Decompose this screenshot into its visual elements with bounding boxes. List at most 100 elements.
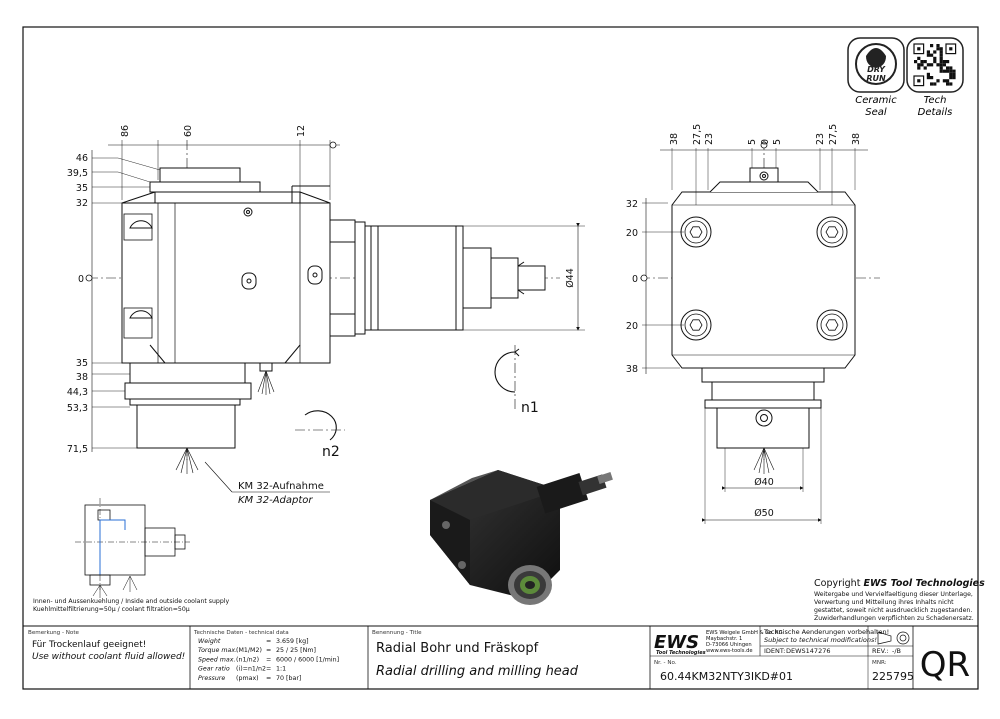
qr-code-badge[interactable] bbox=[906, 37, 964, 93]
copyright-title: Copyright EWS Tool Technologies bbox=[814, 578, 985, 589]
dim-44-3: 44,3 bbox=[67, 387, 88, 398]
change-note-de: Technische Aenderungen vorbehalten! bbox=[763, 628, 889, 636]
dim-39-5: 39,5 bbox=[67, 168, 88, 179]
rev-label: REV.: bbox=[872, 647, 889, 655]
dim-dia-50: Ø50 bbox=[754, 508, 774, 519]
ceramic-caption: Ceramic bbox=[855, 95, 897, 106]
title-de: Radial Bohr und Fräskopf bbox=[376, 641, 539, 656]
side-dim-0: 0 bbox=[760, 139, 771, 145]
side-dim-0-left: 0 bbox=[632, 274, 638, 285]
svg-text:EWS: EWS bbox=[654, 632, 699, 653]
copyright-line-4: Zuwiderhandlungen verpflichten zu Schade… bbox=[814, 615, 974, 622]
tech-row-name: Torque max. bbox=[198, 647, 237, 654]
company-line-1: EWS Weigele GmbH & Co. KG bbox=[706, 630, 783, 636]
dim-35-bottom: 35 bbox=[76, 358, 88, 369]
tech-row-name: Speed max. bbox=[198, 656, 235, 663]
dim-35-top: 35 bbox=[76, 183, 88, 194]
copyright-line-3: gestattet, soweit nicht ausdruecklich zu… bbox=[814, 607, 972, 614]
dim-12: 12 bbox=[296, 125, 307, 137]
tech-row-val: 6000 / 6000 [1/min] bbox=[276, 656, 339, 663]
tech-row-name: Pressure bbox=[198, 675, 225, 682]
mnr-value: 225795 bbox=[872, 670, 914, 683]
km-label-de: KM 32-Aufnahme bbox=[238, 481, 324, 492]
dim-46: 46 bbox=[76, 153, 88, 164]
nr-label: Nr. - No. bbox=[654, 660, 677, 666]
side-dim-32: 32 bbox=[626, 199, 638, 210]
seal-caption: Seal bbox=[865, 107, 887, 118]
tech-row-sym: (i)=n1/n2 bbox=[236, 666, 266, 673]
side-dim-38-left: 38 bbox=[669, 133, 680, 145]
side-dim-20-bottom: 20 bbox=[626, 321, 638, 332]
side-dim-27-5-right: 27,5 bbox=[828, 124, 839, 145]
dim-dia-40: Ø40 bbox=[754, 477, 774, 488]
hex-bolt-icon bbox=[816, 216, 848, 248]
note-label: Bemerkung - Note bbox=[28, 630, 80, 636]
note-de: Für Trockenlauf geeignet! bbox=[32, 640, 146, 650]
coolant-filtration-note: Kuehlmittelfiltrierung=50µ / coolant fil… bbox=[33, 606, 190, 613]
change-note-en: Subject to technical modifications! bbox=[764, 636, 877, 644]
rev-value: -/B bbox=[892, 647, 901, 655]
ews-logo: EWS Tool Technologies bbox=[654, 632, 706, 656]
dry-run-badge: DRY RUN bbox=[847, 37, 905, 93]
sheet-border bbox=[22, 26, 979, 690]
side-view bbox=[640, 140, 880, 524]
tech-row-val: 25 / 25 [Nm] bbox=[276, 647, 316, 654]
tech-data-table: Weight = 3.659 [kg] Torque max.(M1/M2) = 25 /… bbox=[198, 637, 339, 682]
tech-row-sym: (M1/M2) bbox=[236, 647, 262, 654]
mnr-label: MNR: bbox=[872, 660, 887, 666]
dim-60: 60 bbox=[183, 125, 194, 137]
part-number: 60.44KM32NTY3IKD#01 bbox=[660, 670, 793, 683]
dim-0: 0 bbox=[78, 274, 84, 285]
tech-row-val: 3.659 [kg] bbox=[276, 638, 309, 645]
tech-row-eq: = bbox=[266, 666, 271, 673]
dim-86: 86 bbox=[120, 125, 131, 137]
dim-dia-44: Ø44 bbox=[565, 268, 576, 288]
qr-label: QR bbox=[920, 645, 970, 685]
company-line-2: Maybachstr. 1 bbox=[706, 636, 742, 642]
product-3d-render bbox=[430, 470, 613, 605]
hex-bolt-icon bbox=[680, 216, 712, 248]
dim-32: 32 bbox=[76, 198, 88, 209]
hex-bolt-icon bbox=[680, 309, 712, 341]
hex-bolt-icon bbox=[816, 309, 848, 341]
tech-row-eq: = bbox=[266, 656, 271, 663]
side-dim-20-top: 20 bbox=[626, 228, 638, 239]
copyright-line-2: Verwertung und Mitteilung ihres Inhalts … bbox=[814, 599, 954, 606]
copyright-line-1: Weitergabe und Vervielfaeltigung dieser … bbox=[814, 591, 973, 598]
ident-value: DEWS147276 bbox=[786, 647, 830, 655]
tech-caption: Tech bbox=[924, 95, 947, 106]
details-caption: Details bbox=[918, 107, 953, 118]
tech-row-name: Gear ratio bbox=[198, 665, 230, 673]
side-dim-5-right: 5 bbox=[772, 139, 783, 145]
side-dim-23-right: 23 bbox=[815, 133, 826, 145]
title-en: Radial drilling and milling head bbox=[376, 664, 579, 679]
tech-row-eq: = bbox=[266, 638, 271, 645]
dim-38: 38 bbox=[76, 372, 88, 383]
label-n1: n1 bbox=[521, 400, 539, 416]
tech-data-label: Technische Daten - technical data bbox=[193, 630, 289, 636]
side-dim-23-left: 23 bbox=[704, 133, 715, 145]
side-dim-27-5-left: 27,5 bbox=[692, 124, 703, 145]
svg-text:Tool Technologies: Tool Technologies bbox=[656, 650, 706, 656]
tech-row-val: 70 [bar] bbox=[276, 675, 301, 682]
company-line-4: www.ews-tools.de bbox=[706, 648, 753, 654]
title-label: Benennung - Title bbox=[372, 630, 422, 636]
coolant-supply-note: Innen- und Aussenkuehlung / Inside and o… bbox=[33, 598, 230, 605]
run-label: RUN bbox=[866, 74, 886, 83]
km-label-en: KM 32-Adaptor bbox=[238, 495, 313, 506]
tech-row-sym: (pmax) bbox=[236, 675, 259, 682]
front-view bbox=[88, 140, 585, 493]
company-line-3: D-73066 Uhingen bbox=[706, 642, 752, 648]
tech-row-sym: (n1/n2) bbox=[236, 656, 259, 663]
tech-row-name: Weight bbox=[198, 637, 221, 645]
side-dim-5-left: 5 bbox=[747, 139, 758, 145]
tech-row-val: 1:1 bbox=[276, 666, 286, 673]
tech-row-eq: = bbox=[266, 647, 271, 654]
coolant-sketch bbox=[75, 498, 190, 598]
note-en: Use without coolant fluid allowed! bbox=[32, 652, 185, 662]
dim-71-5: 71,5 bbox=[67, 444, 88, 455]
dim-53-3: 53,3 bbox=[67, 403, 88, 414]
tech-row-eq: = bbox=[266, 675, 271, 682]
